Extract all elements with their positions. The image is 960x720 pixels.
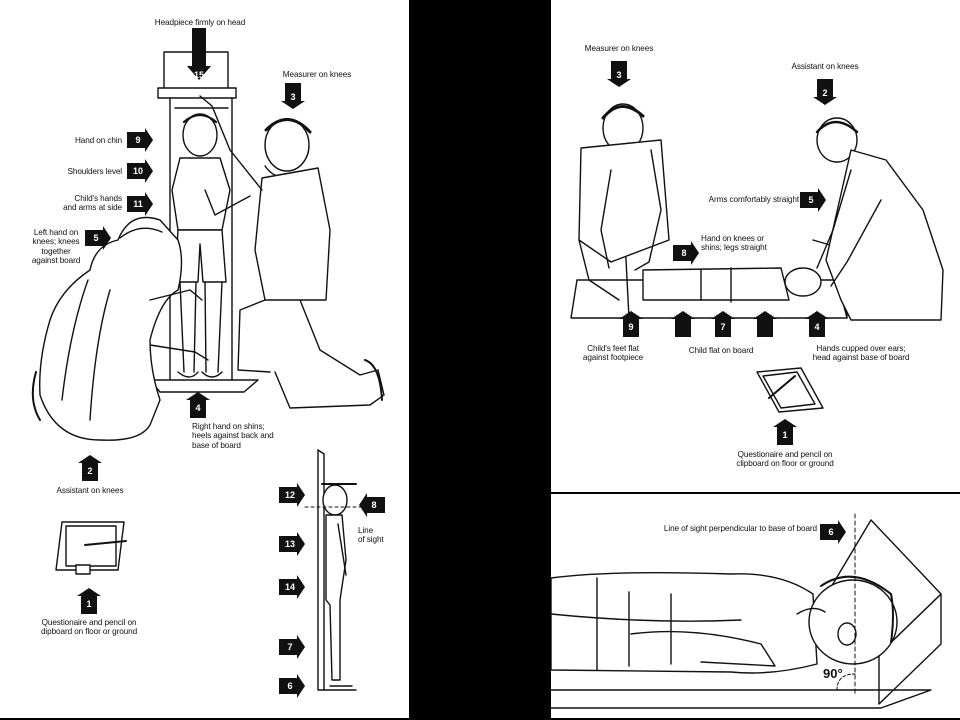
standing-measurement-illustration <box>31 51 385 691</box>
assistant-figure <box>31 216 209 441</box>
length-assistant-figure <box>815 117 944 321</box>
sight-guides <box>800 513 856 695</box>
svg-text:3: 3 <box>616 70 621 80</box>
svg-text:8: 8 <box>681 248 686 258</box>
standing-measuring-board <box>149 51 259 393</box>
rb-badge-6: 6 <box>820 520 846 544</box>
rb-label-line-of-sight: Line of sight perpendicular to base of b… <box>663 524 817 533</box>
rt-badge-4: 4 <box>805 311 829 337</box>
rt-badge-7: 7 <box>711 311 735 337</box>
lying-child-side <box>551 571 898 674</box>
label-left-hand: Left hand on knees; knees together again… <box>31 228 81 266</box>
rt-label-assistant: Assistant on knees <box>791 62 859 71</box>
svg-text:9: 9 <box>628 322 633 332</box>
rt-label-hands-cupped: Hands cupped over ears; head against bas… <box>812 344 910 363</box>
rt-label-hand-on-knees: Hand on knees or shins; legs straight <box>701 234 767 253</box>
lying-child-figure <box>642 267 822 303</box>
rt-label-arms: Arms comfortably straight <box>708 195 799 204</box>
side-view-child <box>304 449 361 691</box>
label-questionaire: Questionaire and pencil on dipboard on f… <box>40 618 138 637</box>
rt-badge-8: 8 <box>673 241 699 265</box>
svg-text:1: 1 <box>782 430 787 440</box>
rt-badge-5: 5 <box>800 188 826 212</box>
svg-text:5: 5 <box>808 195 813 205</box>
label-line-of-sight: Line of sight <box>358 526 384 545</box>
rt-label-child-flat: Child flat on board <box>688 346 754 355</box>
rt-label-questionaire: Questionaire and pencil on clipboard on … <box>736 450 834 469</box>
label-headpiece: Headpiece firmly on head <box>154 18 246 27</box>
label-shoulders-level: Shoulders level <box>67 167 123 176</box>
rt-label-measurer: Measurer on knees <box>584 44 654 53</box>
rt-badge-9: 9 <box>619 311 643 337</box>
line-of-sight-panel: 6 Line of sight perpendicular to base of… <box>551 494 960 718</box>
rt-badge-3: 3 <box>607 61 631 87</box>
label-right-hand: Right hand on shins; heels against back … <box>192 422 274 450</box>
label-hand-on-chin: Hand on chin <box>74 136 122 145</box>
rt-label-feet: Child's feet flat against footpiece <box>582 344 644 363</box>
rt-badge-2: 2 <box>813 79 837 105</box>
standing-child-figure <box>171 113 231 378</box>
rt-badge-1: 1 <box>773 419 797 445</box>
standing-height-panel: 15 3 9 10 11 5 4 2 1 12 8 13 14 7 6 Head… <box>0 0 409 718</box>
svg-text:2: 2 <box>822 88 827 98</box>
length-measurer-figure <box>578 103 670 301</box>
label-assistant: Assistant on knees <box>56 486 124 495</box>
left-clipboard <box>55 521 127 575</box>
line-of-sight-illustration: 6 <box>551 513 942 709</box>
angle-90-label: 90° <box>823 666 843 681</box>
recumbent-measurement-illustration: 3 2 5 8 9 7 4 1 <box>570 61 944 445</box>
svg-text:6: 6 <box>828 527 833 537</box>
measurer-figure <box>199 95 385 409</box>
label-child-hands: Child's hands and arms at side <box>63 194 122 213</box>
svg-text:7: 7 <box>720 322 725 332</box>
svg-text:4: 4 <box>814 322 819 332</box>
label-measurer: Measurer on knees <box>282 70 352 79</box>
right-clipboard <box>756 367 824 413</box>
recumbent-length-panel: 3 2 5 8 9 7 4 1 Measurer on knees Assist… <box>551 0 960 492</box>
